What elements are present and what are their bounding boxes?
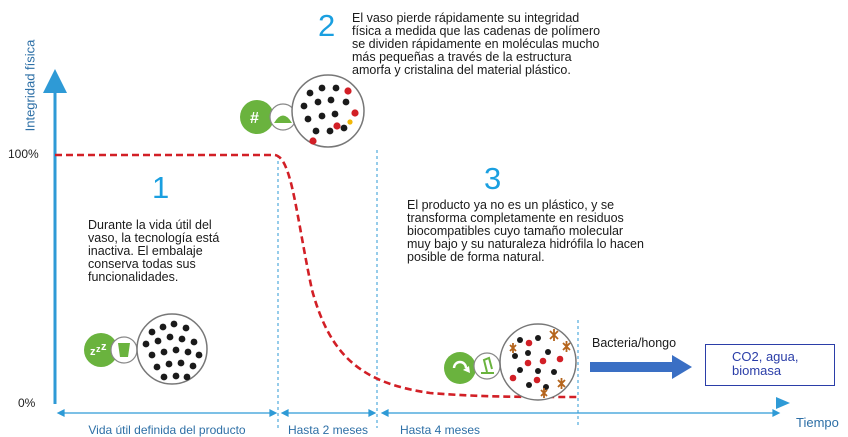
bacteria-label: Bacteria/hongo — [592, 336, 677, 350]
phase-arrow-2 — [280, 409, 377, 417]
stage2-icons: # — [240, 74, 365, 148]
stage1-icons: z z z — [84, 313, 208, 385]
stage-text-3: El producto ya no es un plástico, y se t… — [407, 198, 644, 264]
y-axis-label: Integridad física — [22, 39, 38, 132]
hash-icon — [240, 100, 274, 134]
result-line-1: CO2, agua, — [732, 349, 799, 364]
stage-number-2: 2 — [318, 8, 336, 43]
phase-label-2: Hasta 2 meses — [287, 423, 369, 437]
phase-label-1: Vida útil definida del producto — [88, 423, 246, 437]
result-line-2: biomasa — [732, 363, 782, 378]
stage3-molecule-circle — [499, 323, 577, 401]
recycle-icon — [444, 352, 476, 384]
integrity-curve — [55, 153, 581, 399]
x-axis-arrowhead — [776, 397, 790, 409]
stage-number-1: 1 — [152, 170, 170, 205]
sleep-zzz-icon — [84, 333, 118, 367]
microscope-icon — [473, 352, 501, 380]
result-box: CO2, agua, biomasa — [705, 344, 835, 386]
stage3-icons — [444, 323, 577, 401]
svg-text:#: # — [250, 110, 259, 127]
x-axis-label: Tiempo — [796, 415, 839, 430]
bacteria-arrow — [590, 355, 692, 379]
svg-text:z: z — [90, 346, 96, 358]
svg-text:z: z — [96, 344, 101, 354]
y-tick-100: 100% — [8, 147, 39, 161]
phase-arrow-1 — [56, 409, 278, 417]
phase-label-3: Hasta 4 meses — [399, 423, 481, 437]
y-tick-0: 0% — [18, 396, 36, 410]
svg-text:z: z — [101, 341, 107, 353]
stage-text-1: Durante la vida útil del vaso, la tecnol… — [88, 218, 220, 284]
stage-text-2: El vaso pierde rápidamente su integridad… — [352, 11, 601, 77]
phase-arrow-3 — [380, 409, 781, 417]
stage-number-3: 3 — [484, 161, 502, 196]
